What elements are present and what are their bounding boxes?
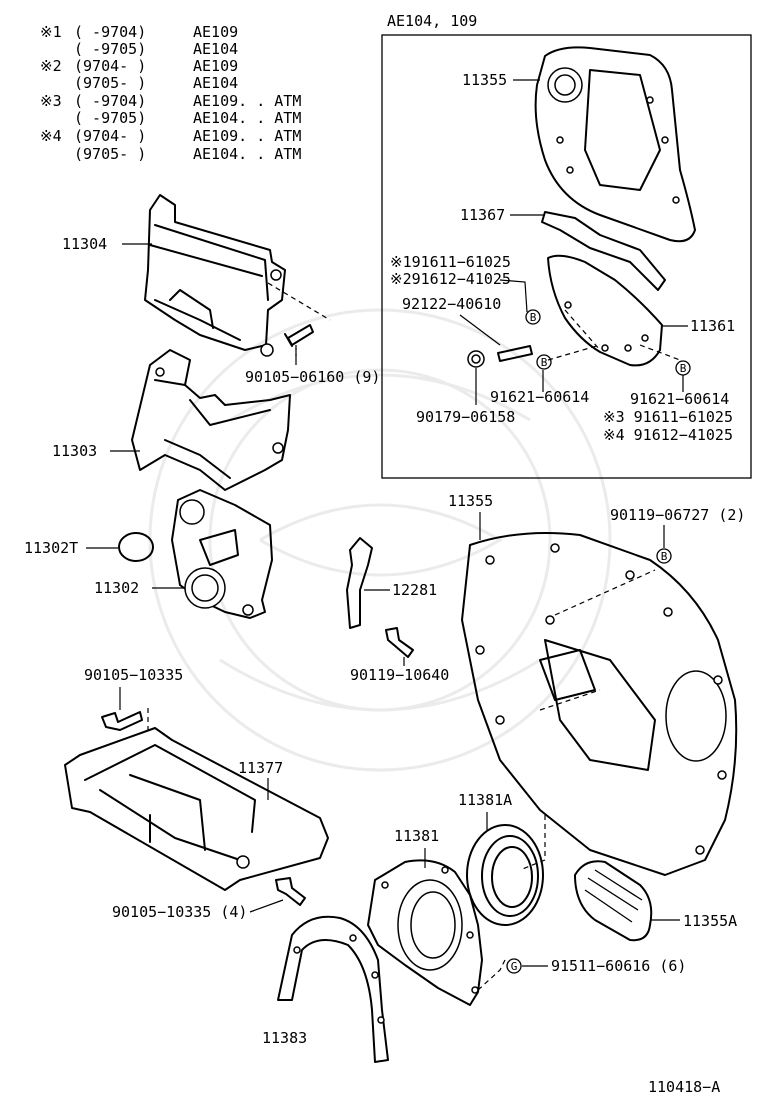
note-range: (9704- ) xyxy=(74,57,146,75)
bracket-drawing xyxy=(346,537,373,629)
note-range: ( -9704) xyxy=(74,23,146,41)
rear-seal-retainer-drawing xyxy=(277,915,389,1063)
label-11377: 11377 xyxy=(238,759,283,777)
note-model: AE109 xyxy=(193,23,238,41)
inset-title: AE104, 109 xyxy=(387,12,477,30)
bolt-drawing xyxy=(101,711,143,731)
note-range: (9705- ) xyxy=(74,145,146,163)
bolt-drawing xyxy=(275,877,306,906)
note-model: AE104. . ATM xyxy=(193,109,301,127)
transmission-end-plate-drawing xyxy=(461,531,738,876)
label-11367: 11367 xyxy=(460,206,505,224)
plug-drawing xyxy=(118,532,154,562)
label-11302: 11302 xyxy=(94,579,139,597)
label-11381A: 11381A xyxy=(458,791,512,809)
note-range: (9705- ) xyxy=(74,74,146,92)
label-90105-06160: 90105−06160 (9) xyxy=(245,368,380,386)
bolt-badge: B xyxy=(525,309,541,325)
label-90119-06727: 90119−06727 (2) xyxy=(610,506,745,524)
note-mark: ※4 xyxy=(40,127,62,145)
note-mark: ※1 xyxy=(40,23,62,41)
label-91611-61025: ※191611−61025 xyxy=(390,253,511,271)
watermark-emblem xyxy=(148,308,612,772)
oil-pump-body-drawing xyxy=(171,489,273,619)
bolt-drawing xyxy=(284,324,314,347)
label-11302T: 11302T xyxy=(24,539,78,557)
note-model: AE104. . ATM xyxy=(193,145,301,163)
svg-text:B: B xyxy=(680,362,687,375)
label-90105-10335-top: 90105−10335 xyxy=(84,666,183,684)
svg-text:B: B xyxy=(661,550,668,563)
cover-plate-drawing xyxy=(547,254,663,367)
label-91511-60616: 91511−60616 (6) xyxy=(551,957,686,975)
bolt-badge: B xyxy=(536,354,552,370)
diagram-reference: 110418−A xyxy=(648,1078,720,1096)
note-range: ( -9705) xyxy=(74,40,146,58)
label-91621-60614-b: 91621−60614 xyxy=(630,390,729,408)
label-11381: 11381 xyxy=(394,827,439,845)
label-11355-inset: 11355 xyxy=(462,71,507,89)
label-91612-41025-atm: ※4 91612−41025 xyxy=(603,426,733,444)
label-11303: 11303 xyxy=(52,442,97,460)
note-model: AE104 xyxy=(193,40,238,58)
note-range: ( -9704) xyxy=(74,92,146,110)
lower-timing-cover-drawing xyxy=(131,349,291,491)
label-11304: 11304 xyxy=(62,235,107,253)
bolt-badge: B xyxy=(675,360,691,376)
oil-seal-drawing xyxy=(466,824,544,926)
label-11355A: 11355A xyxy=(683,912,737,930)
note-model: AE104 xyxy=(193,74,238,92)
inset-ae104-109: AE104, 109 B B B xyxy=(381,12,752,479)
end-plate-drawing xyxy=(534,46,696,243)
svg-text:B: B xyxy=(541,356,548,369)
bolt-badge: B xyxy=(656,548,672,564)
bolt-badge: G xyxy=(506,958,522,974)
svg-text:B: B xyxy=(530,311,537,324)
upper-timing-cover-drawing xyxy=(144,194,286,357)
label-91612-41025: ※291612−41025 xyxy=(390,270,511,288)
seal-retainer-drawing xyxy=(367,859,483,1006)
note-model: AE109. . ATM xyxy=(193,92,301,110)
label-90179-06158: 90179−06158 xyxy=(416,408,515,426)
note-mark: ※2 xyxy=(40,57,62,75)
label-92122-40610: 92122−40610 xyxy=(402,295,501,313)
gasket-strip-drawing xyxy=(541,211,666,291)
dust-cover-drawing xyxy=(574,860,653,942)
note-model: AE109 xyxy=(193,57,238,75)
label-91621-60614-a: 91621−60614 xyxy=(490,388,589,406)
note-range: ( -9705) xyxy=(74,109,146,127)
label-90105-10335-4: 90105−10335 (4) xyxy=(112,903,247,921)
applicability-notes: ※1 ( -9704) AE109 ( -9705) AE104 ※2 (970… xyxy=(40,23,301,163)
label-11383: 11383 xyxy=(262,1029,307,1047)
note-model: AE109. . ATM xyxy=(193,127,301,145)
note-range: (9704- ) xyxy=(74,127,146,145)
label-11361: 11361 xyxy=(690,317,735,335)
bolt-drawing xyxy=(385,627,414,658)
note-mark: ※3 xyxy=(40,92,62,110)
label-90119-10640: 90119−10640 xyxy=(350,666,449,684)
label-91611-61025-atm: ※3 91611−61025 xyxy=(603,408,733,426)
oil-pan-drawing xyxy=(64,727,329,891)
label-12281: 12281 xyxy=(392,581,437,599)
svg-text:G: G xyxy=(511,960,518,973)
label-11355: 11355 xyxy=(448,492,493,510)
